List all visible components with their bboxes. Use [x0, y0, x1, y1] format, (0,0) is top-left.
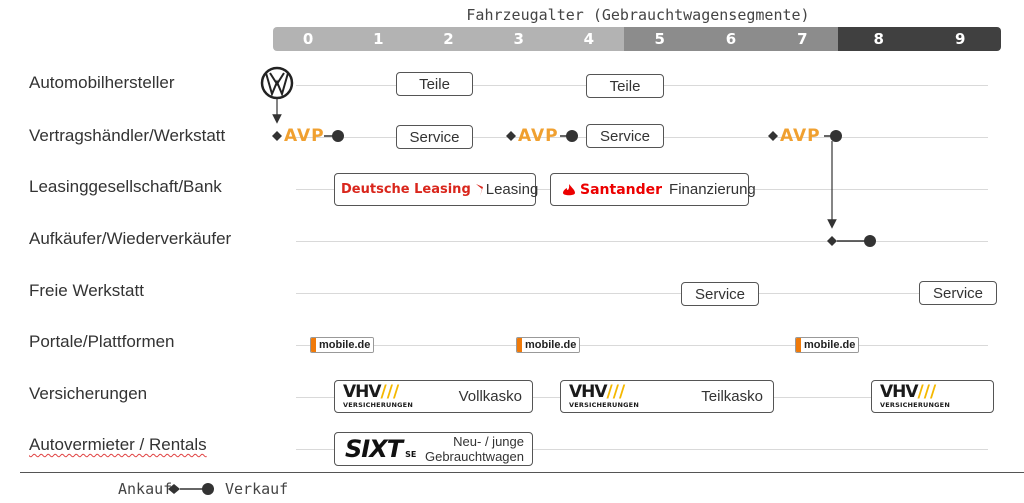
row-line-portals — [296, 345, 988, 346]
leasing-box: Deutsche Leasing Leasing — [334, 173, 539, 206]
rental-label: Neu- / junge Gebrauchtwagen — [424, 434, 524, 464]
age-tick-6: 6 — [725, 30, 737, 48]
service-box-dealer-1: Service — [396, 125, 473, 149]
partial-insurance-label: Teilkasko — [701, 388, 763, 405]
rental-box: SIXT SE Neu- / junge Gebrauchtwagen — [334, 432, 533, 466]
vhv-logo-3: VHV///VERSICHERUNGEN — [880, 382, 950, 410]
buy-sell-marker-1 — [272, 130, 344, 142]
age-tick-1: 1 — [373, 30, 384, 48]
row-line-independent-workshop — [296, 293, 988, 294]
age-tick-3: 3 — [513, 30, 524, 48]
comprehensive-insurance-box: VHV///VERSICHERUNGEN Vollkasko — [334, 380, 533, 413]
legend-marker — [168, 483, 214, 495]
financing-label: Finanzierung — [669, 181, 756, 198]
age-tick-2: 2 — [443, 30, 454, 48]
age-tick-9: 9 — [955, 30, 966, 48]
age-tick-7: 7 — [797, 30, 808, 48]
mobile-de-logo-2: mobile.de — [516, 337, 581, 353]
vehicle-age-bar: 0 1 2 3 4 5 6 7 8 9 — [273, 27, 1001, 51]
vhv-logo-1: VHV///VERSICHERUNGEN — [343, 382, 413, 410]
partial-insurance-box: VHV///VERSICHERUNGEN Teilkasko — [560, 380, 774, 413]
buy-sell-marker-2 — [506, 130, 578, 142]
legend-divider — [20, 472, 1024, 473]
deutsche-leasing-logo: Deutsche Leasing — [341, 182, 486, 197]
row-label-rentals: Autovermieter / Rentals — [29, 435, 207, 454]
age-segment-young: 0 1 2 3 4 — [273, 27, 624, 51]
parts-box-1: Teile — [396, 72, 473, 96]
buy-sell-marker-3 — [768, 130, 842, 142]
age-tick-0: 0 — [302, 30, 314, 48]
financing-box: Santander Finanzierung — [550, 173, 756, 206]
vhv-logo-2: VHV///VERSICHERUNGEN — [569, 382, 639, 410]
row-label-dealer: Vertragshändler/Werkstatt — [29, 126, 226, 145]
legend-sell-label: Verkauf — [225, 480, 289, 498]
age-segment-old: 8 9 — [838, 27, 1001, 51]
avp-logo-2: AVP — [518, 126, 559, 146]
legend-buy-label: Ankauf — [118, 480, 173, 498]
vw-logo-icon — [260, 66, 294, 100]
row-line-rentals — [296, 449, 988, 450]
row-line-reseller — [296, 241, 988, 242]
age-tick-4: 4 — [583, 30, 595, 48]
age-tick-8: 8 — [873, 30, 884, 48]
avp-logo-1: AVP — [284, 126, 325, 146]
row-label-insurance: Versicherungen — [29, 384, 148, 403]
row-label-leasing: Leasinggesellschaft/Bank — [29, 177, 222, 196]
row-label-reseller: Aufkäufer/Wiederverkäufer — [29, 229, 232, 248]
mobile-de-logo-3: mobile.de — [795, 337, 860, 353]
age-segment-mid: 5 6 7 — [624, 27, 838, 51]
service-box-independent-1: Service — [681, 282, 759, 306]
santander-flame-icon — [563, 183, 575, 195]
parts-box-2: Teile — [586, 74, 664, 98]
buy-sell-marker-4 — [827, 235, 876, 247]
avp-logo-3: AVP — [780, 126, 821, 146]
santander-logo: Santander — [561, 182, 662, 198]
insurance-box-late: VHV///VERSICHERUNGEN — [871, 380, 994, 413]
row-label-portals: Portale/Plattformen — [29, 332, 175, 351]
leasing-label: Leasing — [485, 181, 539, 198]
service-box-independent-2: Service — [919, 281, 997, 305]
axis-title: Fahrzeugalter (Gebrauchtwagensegmente) — [466, 6, 810, 24]
mobile-de-logo-1: mobile.de — [310, 337, 375, 353]
row-label-manufacturer: Automobilhersteller — [29, 73, 175, 92]
sixt-logo: SIXT SE — [345, 435, 417, 463]
deutsche-leasing-mark-icon — [475, 183, 483, 196]
age-tick-5: 5 — [654, 30, 665, 48]
comprehensive-insurance-label: Vollkasko — [458, 388, 522, 405]
row-label-independent-workshop: Freie Werkstatt — [29, 281, 144, 300]
service-box-dealer-2: Service — [586, 124, 664, 148]
